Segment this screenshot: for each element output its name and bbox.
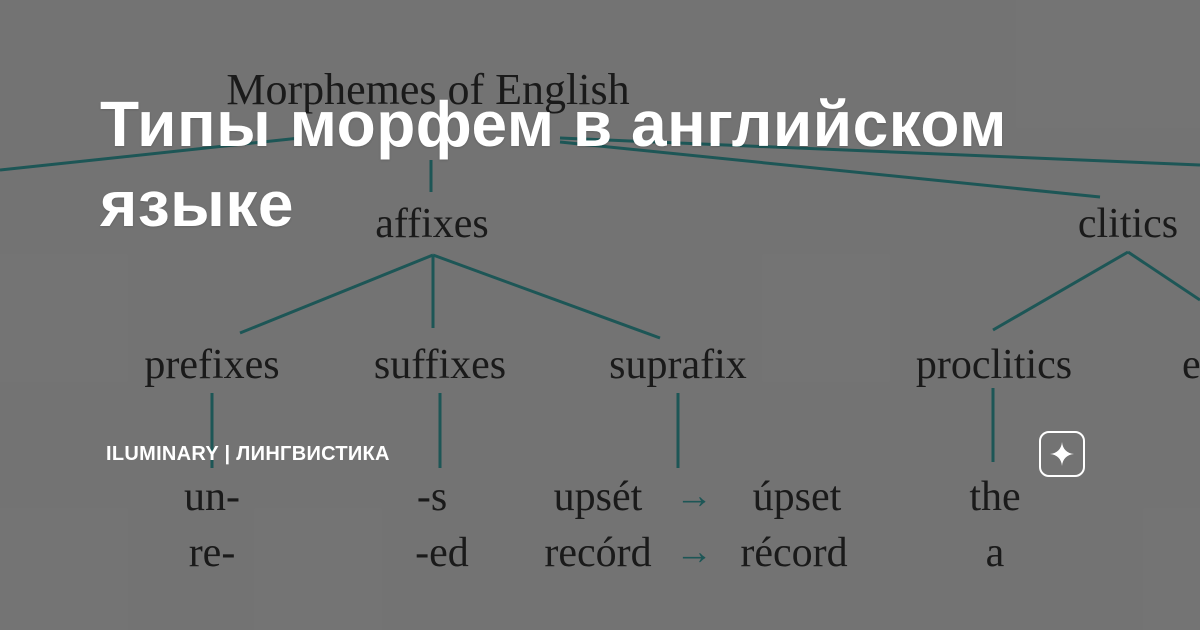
example-proclitic-1: the [969, 474, 1020, 520]
diagram-node-suprafix: suprafix [609, 342, 747, 388]
tree-line-affixes-suprafix [432, 253, 661, 340]
example-suffix-2: -ed [415, 530, 469, 576]
example-suprafix-1-from: upsét [554, 474, 643, 520]
tree-line-root-left [0, 136, 301, 172]
tree-line-affixes-prefixes [239, 253, 434, 335]
example-suprafix-2-arrow: → [675, 531, 713, 573]
diagram-node-suffixes: suffixes [374, 342, 506, 388]
diagram-root-label: Morphemes of English [226, 65, 629, 114]
article-title[interactable]: Типы морфем в английском языке [100, 88, 1007, 240]
example-prefix-2: re- [189, 530, 236, 576]
tree-line-clitics-enclitics [1127, 250, 1200, 302]
example-proclitic-2: a [986, 530, 1005, 576]
sparkle-star-glyph [1050, 442, 1074, 466]
example-suprafix-1-to: úpset [753, 474, 842, 520]
sparkle-star-icon [1039, 431, 1085, 477]
channel-name[interactable]: ILUMINARY | ЛИНГВИСТИКА [106, 443, 390, 465]
diagram-node-enclitics-cut: e [1182, 342, 1200, 388]
tree-line-clitics-proclitics [992, 250, 1129, 332]
diagram-node-clitics: clitics [1078, 201, 1178, 247]
tree-line-to-clitics [559, 140, 1101, 199]
diagram-node-prefixes: prefixes [144, 342, 279, 388]
tree-line-root-right [559, 136, 1200, 167]
diagram-node-affixes: affixes [375, 201, 489, 247]
diagram-node-proclitics: proclitics [916, 342, 1072, 388]
example-suffix-1: -s [417, 474, 447, 520]
example-suprafix-2-to: récord [740, 530, 847, 576]
example-suprafix-2-from: recórd [544, 530, 651, 576]
example-suprafix-1-arrow: → [675, 475, 713, 517]
example-prefix-1: un- [184, 474, 240, 520]
